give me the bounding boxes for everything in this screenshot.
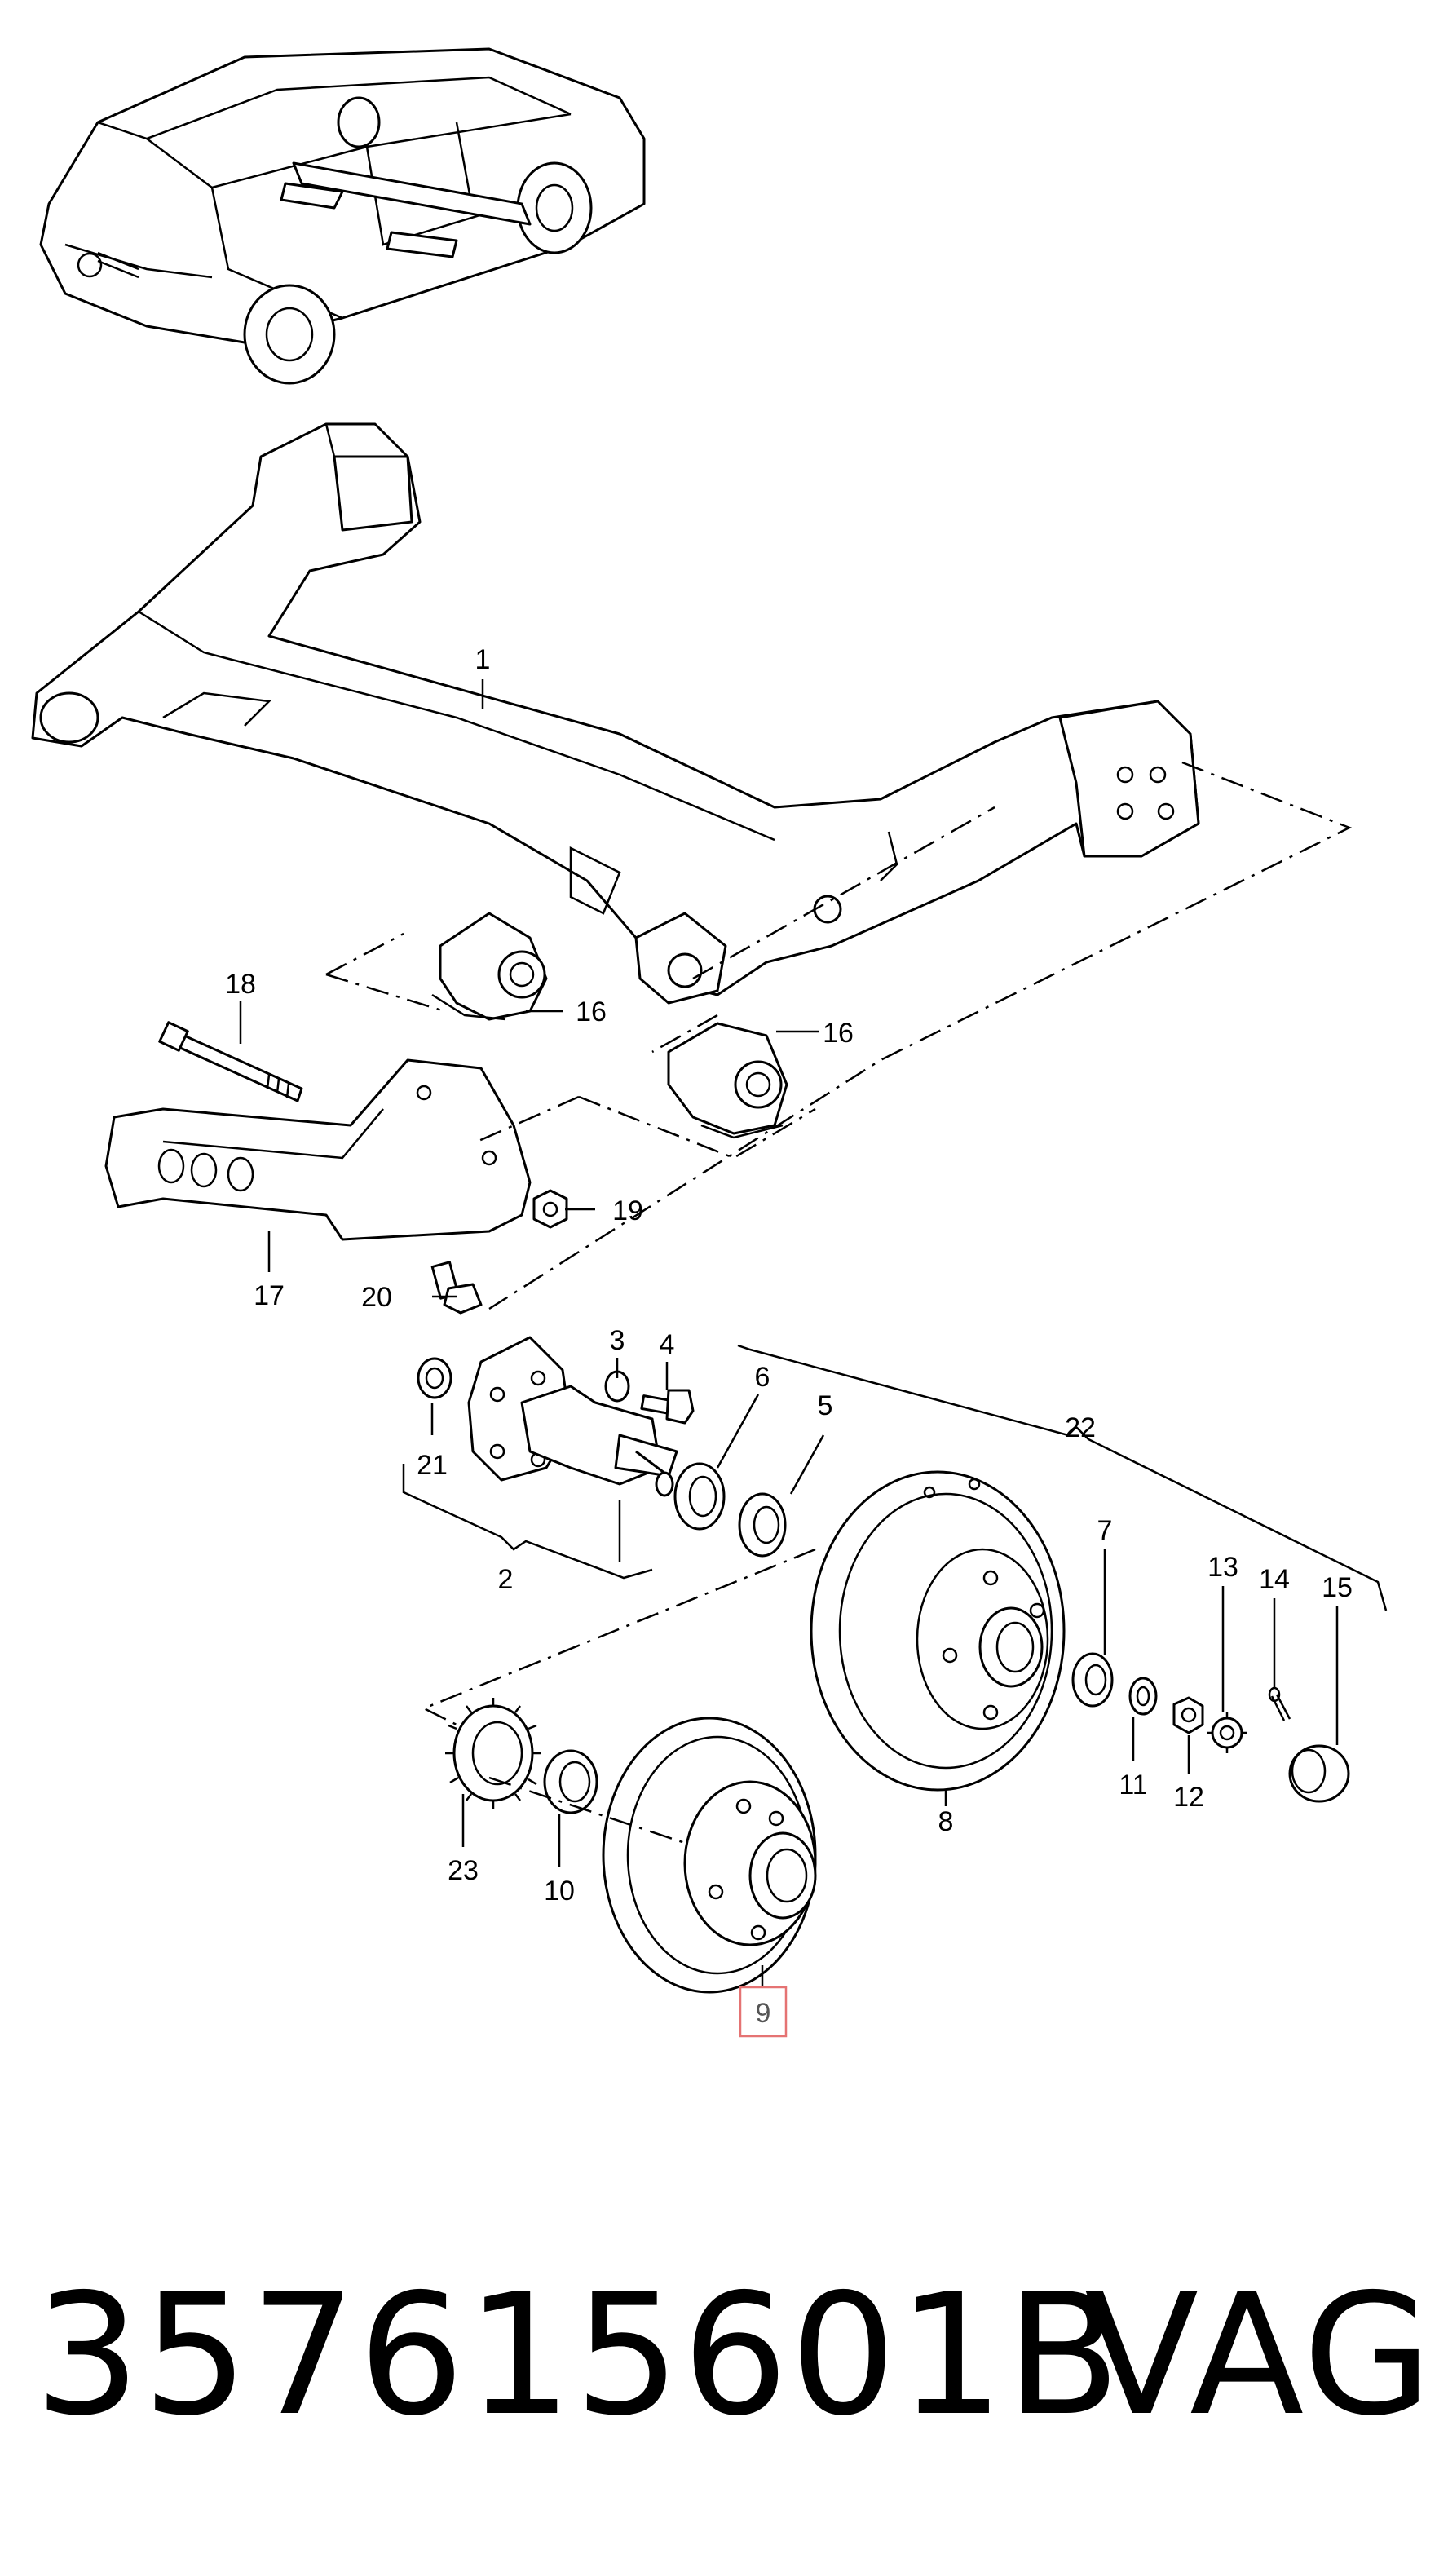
caption: 357615601B VAG — [0, 2259, 1448, 2503]
outer-bearing — [738, 1492, 787, 1558]
callout-13: 13 — [1207, 1552, 1238, 1583]
callout-14: 14 — [1259, 1564, 1290, 1595]
callout-labels: 1 16 16 18 19 17 20 3 4 6 5 22 21 2 7 13… — [225, 644, 1353, 1907]
callout-10: 10 — [544, 1876, 575, 1907]
callout-3: 3 — [610, 1325, 625, 1356]
brake-drum — [810, 1470, 1066, 1792]
callout-17: 17 — [254, 1280, 285, 1311]
callout-21: 21 — [417, 1450, 448, 1481]
callout-16-upper: 16 — [576, 996, 607, 1027]
callout-11: 11 — [1119, 1770, 1147, 1801]
callout-2: 2 — [498, 1564, 514, 1595]
callout-22: 22 — [1065, 1412, 1096, 1443]
mounting-bracket — [104, 1058, 532, 1241]
rear-axle-beam — [31, 422, 1200, 1005]
callout-7: 7 — [1097, 1515, 1113, 1546]
bushing-upper — [431, 912, 548, 1021]
callout-16-lower: 16 — [823, 1018, 854, 1049]
bracket-nut — [532, 1189, 568, 1229]
stub-axle — [467, 1336, 678, 1497]
bushing-lower — [667, 1022, 788, 1139]
leader-lines — [239, 679, 1339, 1986]
assembly-lines — [325, 761, 1353, 1845]
highlighted-callout-9[interactable]: 9 — [739, 1986, 788, 2038]
lock-ring — [1207, 1712, 1247, 1753]
plug — [417, 1357, 452, 1399]
dust-cap — [1288, 1744, 1350, 1803]
brake-disc — [602, 1717, 817, 1994]
callout-23: 23 — [448, 1855, 479, 1886]
callout-18: 18 — [225, 969, 256, 1000]
outer-drum-bearing — [1071, 1652, 1114, 1708]
callout-5: 5 — [818, 1390, 833, 1421]
brand-name: VAG — [1084, 2259, 1434, 2453]
thrust-washer — [1128, 1677, 1158, 1716]
car-illustration — [39, 47, 646, 385]
callout-4: 4 — [660, 1329, 675, 1360]
grease-seal — [543, 1749, 598, 1814]
callout-12: 12 — [1173, 1782, 1204, 1813]
callout-9: 9 — [756, 1998, 771, 2029]
callout-6: 6 — [755, 1362, 770, 1393]
callout-1: 1 — [475, 644, 491, 675]
callout-20: 20 — [361, 1282, 392, 1313]
cotter-pin — [1268, 1686, 1291, 1721]
part-number: 357615601B — [34, 2259, 1123, 2453]
hub-nut — [1172, 1696, 1204, 1734]
inner-bearing — [673, 1462, 726, 1531]
axle-bolt — [640, 1389, 695, 1425]
bracket-bolt — [158, 1021, 303, 1102]
abs-tone-ring — [445, 1698, 541, 1809]
bracket-bolt-small — [430, 1261, 483, 1315]
callout-19: 19 — [612, 1195, 643, 1226]
group-brackets — [402, 1344, 1388, 1611]
callout-15: 15 — [1322, 1572, 1353, 1603]
callout-8: 8 — [938, 1806, 954, 1837]
